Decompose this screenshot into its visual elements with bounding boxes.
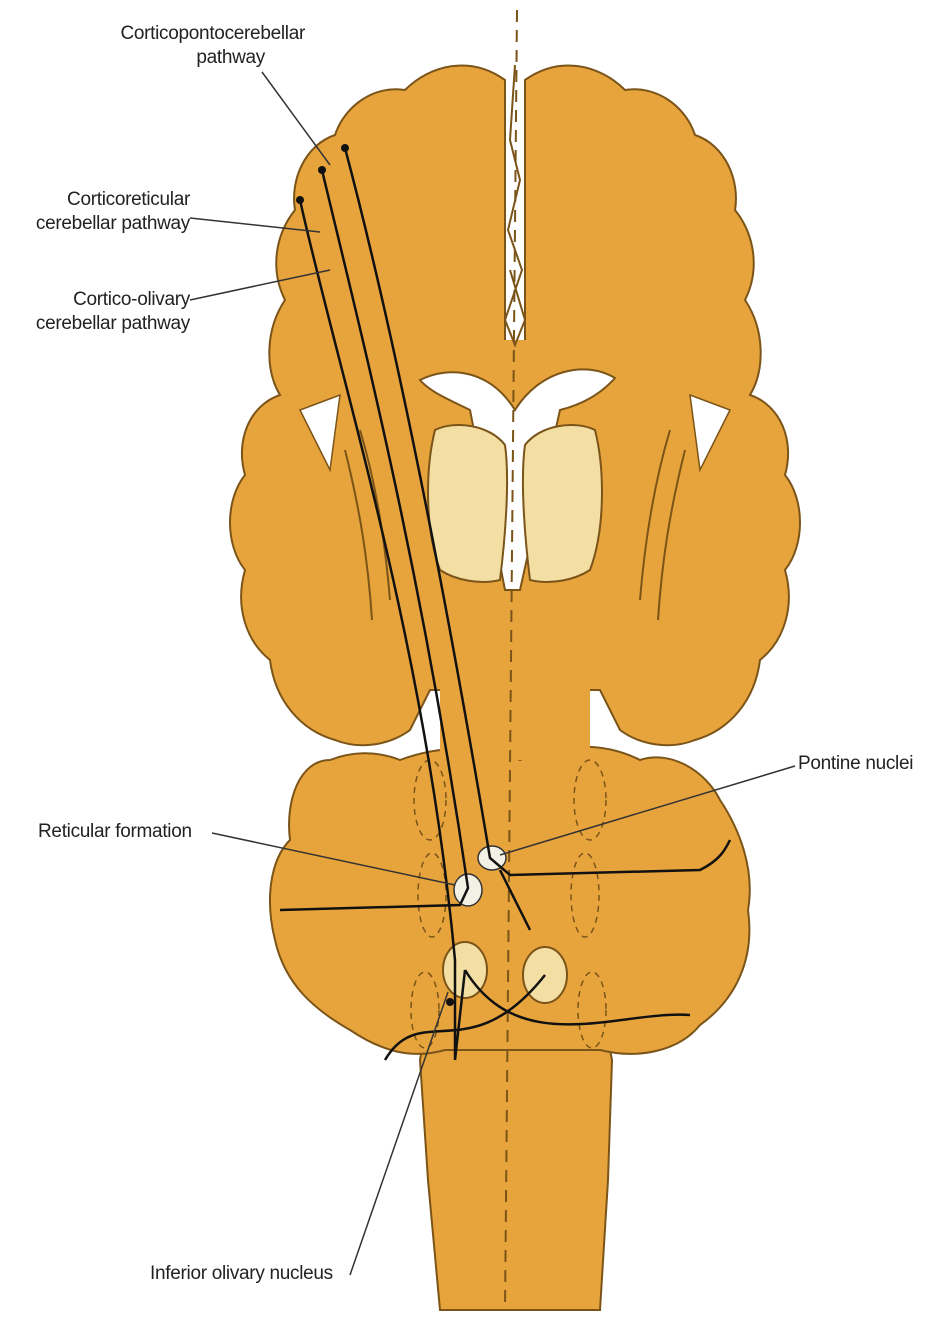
right-thalamus bbox=[521, 424, 603, 583]
label-cortico-olivary-line2: cerebellar pathway bbox=[35, 313, 190, 334]
label-pontine-nuclei: Pontine nuclei bbox=[798, 753, 914, 774]
longitudinal-fissure bbox=[503, 64, 527, 348]
label-corticoreticular-line1: Corticoreticular bbox=[67, 189, 190, 210]
leader-lines bbox=[189, 71, 796, 1276]
label-corticoreticular: Corticoreticular cerebellar pathway bbox=[10, 188, 190, 236]
label-corticopontocerebellar-line2: pathway bbox=[196, 47, 265, 68]
right-sylvian-space bbox=[689, 393, 732, 473]
right-hemisphere bbox=[524, 64, 801, 747]
corticoreticular-pathway bbox=[279, 169, 470, 912]
label-reticular-formation: Reticular formation bbox=[38, 821, 192, 842]
left-sylvian-space bbox=[298, 393, 341, 473]
label-corticoreticular-line2: cerebellar pathway bbox=[35, 213, 190, 234]
label-cortico-olivary: Cortico-olivary cerebellar pathway bbox=[10, 288, 190, 336]
cortico-olivary-pathway bbox=[298, 199, 467, 1061]
pontine-crossing bbox=[498, 869, 532, 931]
cerebellar-nuclei bbox=[410, 759, 607, 1049]
left-thalamus bbox=[427, 424, 509, 583]
label-cortico-olivary-line1: Cortico-olivary bbox=[73, 289, 190, 310]
pontine-nuclei-blob bbox=[477, 845, 507, 871]
olivocerebellar-fiber-1 bbox=[463, 969, 691, 1026]
pathways bbox=[279, 147, 732, 1061]
right-internal-capsule bbox=[639, 429, 686, 621]
midline bbox=[504, 9, 518, 1311]
label-corticopontocerebellar-line1: Corticopontocerebellar bbox=[120, 23, 305, 44]
label-inferior-olivary-nucleus: Inferior olivary nucleus bbox=[150, 1263, 333, 1284]
left-hemisphere bbox=[229, 64, 506, 747]
lateral-ventricle bbox=[418, 368, 617, 591]
olivocerebellar-fiber-2 bbox=[383, 974, 546, 1061]
label-corticopontocerebellar: Corticopontocerebellar pathway bbox=[40, 22, 305, 70]
left-internal-capsule bbox=[344, 429, 391, 621]
corticopontocerebellar-pathway bbox=[343, 147, 732, 877]
pathway-origin-dots bbox=[296, 144, 454, 1006]
